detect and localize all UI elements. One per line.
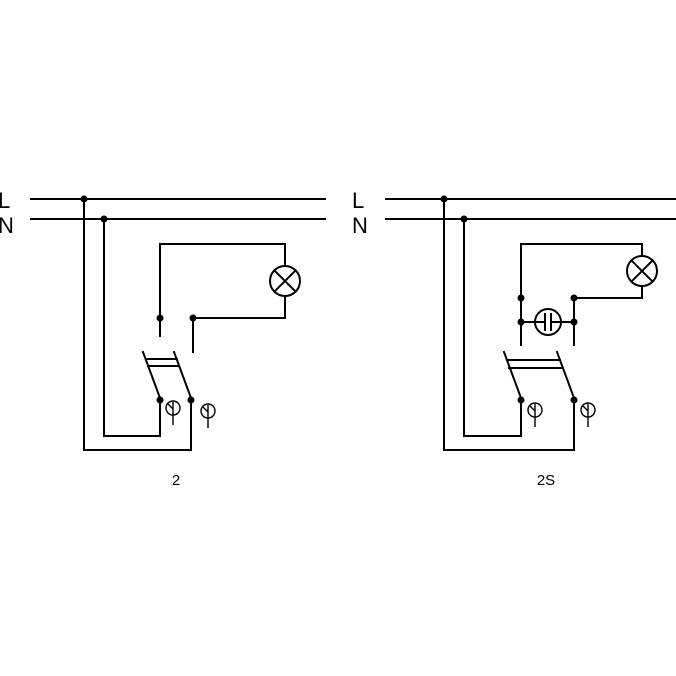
junction-dot [189,314,197,322]
pushbutton-icon [200,403,216,428]
junction-dot [100,215,108,223]
junction-dot [156,396,164,404]
line-label: L [0,188,10,213]
neutral-label: N [352,213,368,238]
junction-dot [460,215,468,223]
lamp-icon [626,255,658,287]
diagram-caption: 2S [537,472,555,489]
junction-dot [187,396,195,404]
lamp-wire-1 [520,243,643,323]
lamp-wire-2 [192,295,286,353]
capacitor-icon [534,308,562,336]
line-feed-wire [83,198,192,451]
junction-dot [570,318,578,326]
lamp-wire-2 [573,285,643,323]
lamp-wire-1 [159,243,286,319]
neutral-feed-wire [103,218,161,437]
double-switch [141,350,193,400]
junction-dot [156,314,164,322]
pushbutton-icon [527,402,543,427]
pushbutton-icon [165,400,181,425]
lamp-icon [269,265,301,297]
diagram-2: L N [0,188,326,489]
diagram-caption: 2 [172,472,180,489]
line-label: L [352,188,364,213]
line-feed-wire [443,198,575,451]
junction-dot [517,396,525,404]
junction-dot [80,195,88,203]
junction-dot [517,294,525,302]
neutral-label: N [0,213,14,238]
junction-dot [570,396,578,404]
pushbutton-icon [580,402,596,427]
junction-dot [570,294,578,302]
neutral-feed-wire [463,218,522,437]
junction-dot [517,318,525,326]
diagram-2s: L N [352,188,676,489]
junction-dot [440,195,448,203]
double-switch [502,350,576,400]
